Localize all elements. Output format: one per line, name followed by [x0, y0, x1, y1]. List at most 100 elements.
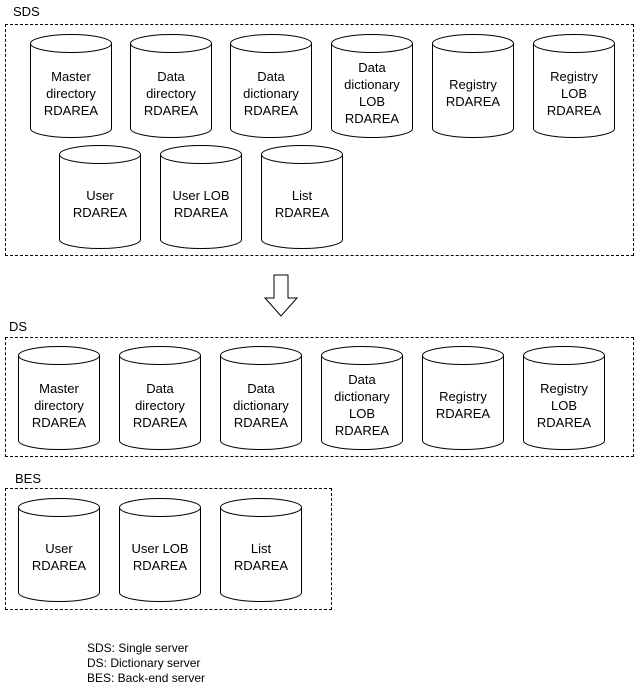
- cylinder-label-line: Data: [247, 380, 275, 396]
- cylinder-label-line: Registry: [540, 380, 588, 396]
- cylinder-label-line: dictionary: [233, 397, 289, 413]
- cylinder-shape: [30, 34, 112, 138]
- cylinder-shape: [422, 346, 504, 450]
- cylinder-label-line: RDAREA: [334, 423, 390, 438]
- cylinder-label-line: Master: [51, 68, 91, 84]
- cylinder-label-line: RDAREA: [43, 102, 99, 118]
- cylinder-label-line: LOB: [358, 94, 385, 109]
- cylinder-label-line: User LOB: [131, 541, 189, 556]
- sds-group-label: SDS: [13, 4, 40, 19]
- cylinder-label-line: dictionary: [334, 389, 390, 404]
- cylinder-label-line: RDAREA: [72, 205, 128, 220]
- cylinder-label-line: User: [45, 541, 73, 556]
- cylinder-shape: [321, 346, 403, 450]
- cylinder-shape: [331, 34, 413, 138]
- cylinder-label-line: directory: [34, 397, 84, 413]
- cylinder-shape: [533, 34, 615, 138]
- cylinder-label-line: dictionary: [344, 77, 400, 92]
- cylinder-label-line: directory: [46, 85, 96, 101]
- cylinder-label-line: Registry: [439, 389, 487, 404]
- legend-item-ds: DS: Dictionary server: [87, 656, 201, 670]
- ds-group-label: DS: [9, 319, 28, 334]
- legend-item-sds: SDS: Single server: [87, 641, 189, 655]
- cylinder-label-line: Data: [146, 380, 174, 396]
- cylinder-label-line: Master: [39, 380, 79, 396]
- cylinder-shape: [523, 346, 605, 450]
- cylinder-label-line: RDAREA: [274, 205, 330, 220]
- cylinder-shape: [130, 34, 212, 138]
- cylinder-label-line: Data: [348, 372, 376, 387]
- cylinder-label-line: RDAREA: [143, 102, 199, 118]
- cylinder-shape: [59, 145, 141, 249]
- legend: SDS: Single server DS: Dictionary server…: [87, 641, 205, 686]
- cylinder-label-line: RDAREA: [233, 414, 289, 430]
- cylinder-label-line: RDAREA: [132, 558, 188, 573]
- cylinder-label-line: RDAREA: [132, 414, 188, 430]
- cylinder-label-line: LOB: [348, 406, 375, 421]
- cylinder-label-line: Data: [358, 60, 386, 75]
- cylinder-shape: [160, 145, 242, 249]
- cylinder-label-line: RDAREA: [243, 102, 299, 118]
- cylinder-label-line: RDAREA: [233, 558, 289, 573]
- bes-group-label: BES: [15, 471, 42, 486]
- cylinder-label-line: Registry: [550, 68, 598, 84]
- cylinder-shape: [432, 34, 514, 138]
- cylinder-label-line: dictionary: [243, 85, 299, 101]
- ds-group-box: [5, 337, 634, 457]
- cylinder-label-line: directory: [135, 397, 185, 413]
- cylinder-shape: [119, 346, 201, 450]
- cylinder-label-line: Data: [157, 68, 185, 84]
- bes-rdarea-cylinder: User LOB RDAREA: [119, 498, 201, 602]
- cylinder-label-line: List: [291, 188, 313, 203]
- cylinder-label-line: RDAREA: [344, 111, 400, 126]
- sds-group-box: [5, 24, 634, 256]
- cylinder-label-line: RDAREA: [31, 558, 87, 573]
- cylinder-label-line: User LOB: [172, 188, 230, 203]
- cylinder-label-line: RDAREA: [546, 102, 602, 118]
- legend-item-bes: BES: Back-end server: [87, 671, 206, 685]
- cylinder-label-line: LOB: [550, 397, 577, 413]
- cylinder-label-line: User: [86, 188, 114, 203]
- cylinder-label-line: RDAREA: [31, 414, 87, 430]
- cylinder-label-line: RDAREA: [536, 414, 592, 430]
- cylinder-shape: [119, 498, 201, 602]
- cylinder-label-line: List: [250, 541, 272, 556]
- cylinder-label-line: Data: [257, 68, 285, 84]
- bes-group-box: [5, 488, 332, 610]
- cylinder-shape: [261, 145, 343, 249]
- cylinder-label-line: RDAREA: [435, 406, 491, 421]
- cylinder-shape: [220, 346, 302, 450]
- cylinder-shape: [230, 34, 312, 138]
- down-arrow-icon: [263, 274, 299, 317]
- cylinder-shape: [18, 346, 100, 450]
